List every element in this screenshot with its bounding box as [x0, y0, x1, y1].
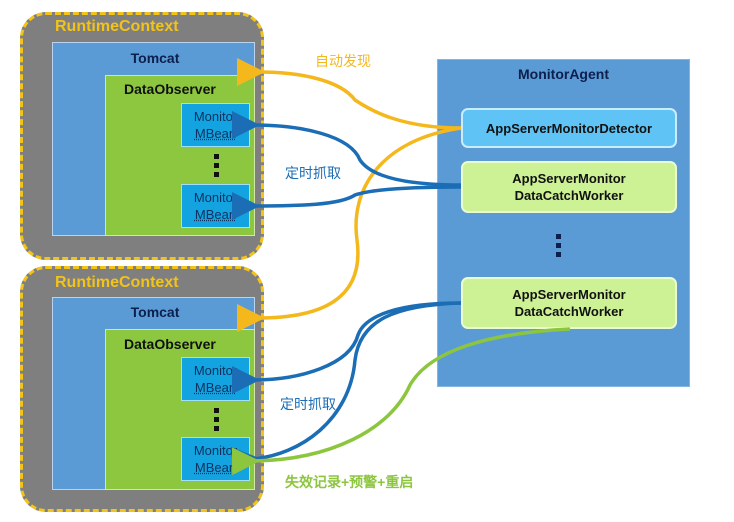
mbean-label-line2: MBean — [194, 380, 237, 395]
worker-label-line2: DataCatchWorker — [514, 188, 624, 203]
worker-label-line1: AppServerMonitor — [512, 287, 626, 302]
mbean-label-line2: MBean — [194, 207, 237, 222]
ellipsis-vertical-icon — [212, 408, 220, 431]
worker-label-line1: AppServerMonitor — [512, 171, 626, 186]
data-catch-worker-2: AppServerMonitor DataCatchWorker — [461, 277, 677, 329]
fetch-connector-top-1 — [231, 110, 462, 187]
runtime-context-1-title: RuntimeContext — [55, 18, 179, 35]
mbean-label-line1: Monitor — [193, 363, 238, 378]
monitor-agent-title: MonitorAgent — [518, 66, 609, 82]
failover-connector — [231, 327, 571, 476]
mbean-label-line1: Monitor — [193, 190, 238, 205]
tomcat-1-title: Tomcat — [130, 50, 180, 66]
ellipsis-vertical-icon — [554, 234, 562, 257]
data-observer-2-title: DataObserver — [124, 336, 216, 352]
fetch-connector-top-2 — [231, 185, 462, 221]
mbean-label-line2: MBean — [194, 126, 237, 141]
data-catch-worker-1: AppServerMonitor DataCatchWorker — [461, 161, 677, 213]
tomcat-2-title: Tomcat — [130, 304, 180, 320]
app-server-monitor-detector: AppServerMonitorDetector — [461, 108, 677, 148]
fetch-connector-bottom-2 — [230, 301, 462, 475]
worker-label-line2: DataCatchWorker — [514, 304, 624, 319]
discover-label: 自动发现 — [315, 53, 371, 69]
discover-connector-top — [236, 57, 462, 130]
failover-label: 失效记录+预警+重启 — [285, 474, 414, 490]
runtime-context-2-title: RuntimeContext — [55, 274, 179, 291]
fetch-label-bottom: 定时抓取 — [280, 396, 336, 412]
mbean-label-line1: Monitor — [193, 109, 238, 124]
mbean-label-line1: Monitor — [193, 443, 238, 458]
discover-connector-bottom — [236, 126, 462, 333]
mbean-label-line2: MBean — [194, 460, 237, 475]
fetch-connector-bottom-1 — [231, 301, 462, 395]
fetch-label-top: 定时抓取 — [285, 165, 341, 181]
ellipsis-vertical-icon — [212, 154, 220, 177]
data-observer-1-title: DataObserver — [124, 81, 216, 97]
